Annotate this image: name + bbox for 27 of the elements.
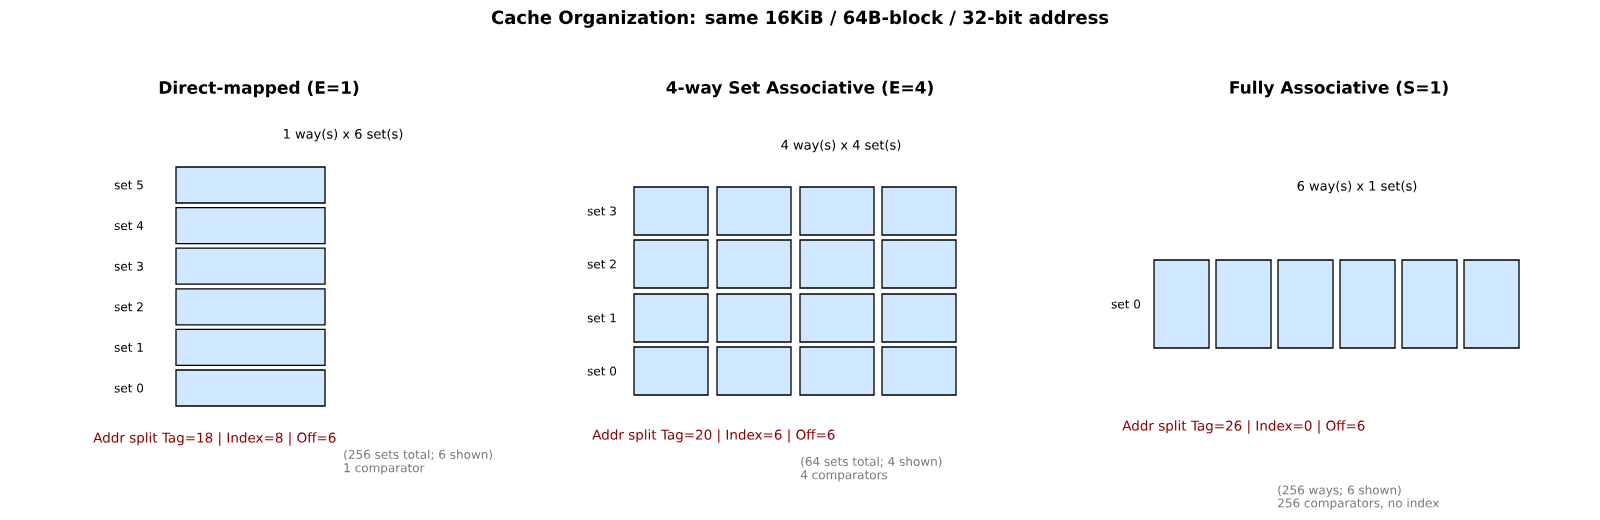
address-split-label: Addr split Tag=20 | Index=6 | Off=6 [592, 429, 835, 443]
diagram-title: Cache Organization: same 16KiB / 64B-block / 32-bit address [491, 10, 1109, 28]
set-label: set 1 [587, 313, 616, 323]
note: (256 sets total; 6 shown) [344, 449, 493, 461]
note: (256 ways; 6 shown) [1278, 485, 1401, 497]
set-label: set 0 [587, 366, 617, 376]
note: 256 comparators, no index [1278, 498, 1439, 510]
set-label: set 2 [114, 302, 143, 312]
set-label: set 2 [587, 259, 616, 269]
grid-size-label: 6 way(s) x 1 set(s) [1297, 180, 1417, 194]
set-label: set 1 [114, 342, 143, 352]
set-label: set 4 [114, 221, 144, 231]
set-label: set 0 [114, 383, 144, 393]
note: 1 comparator [344, 463, 425, 475]
set-label: set 3 [114, 261, 143, 271]
set-label: set 5 [114, 180, 143, 190]
set-label: set 3 [587, 206, 616, 216]
panel-heading: Direct-mapped (E=1) [159, 80, 359, 98]
address-split-label: Addr split Tag=18 | Index=8 | Off=6 [93, 432, 336, 446]
address-split-label: Addr split Tag=26 | Index=0 | Off=6 [1122, 420, 1365, 434]
note: (64 sets total; 4 shown) [801, 456, 942, 468]
set-label: set 0 [1111, 299, 1141, 309]
panel-heading: 4-way Set Associative (E=4) [666, 80, 933, 98]
note: 4 comparators [800, 470, 888, 482]
grid-size-label: 4 way(s) x 4 set(s) [781, 139, 901, 153]
grid-size-label: 1 way(s) x 6 set(s) [284, 128, 403, 142]
panel-heading: Fully Associative (S=1) [1230, 80, 1448, 98]
